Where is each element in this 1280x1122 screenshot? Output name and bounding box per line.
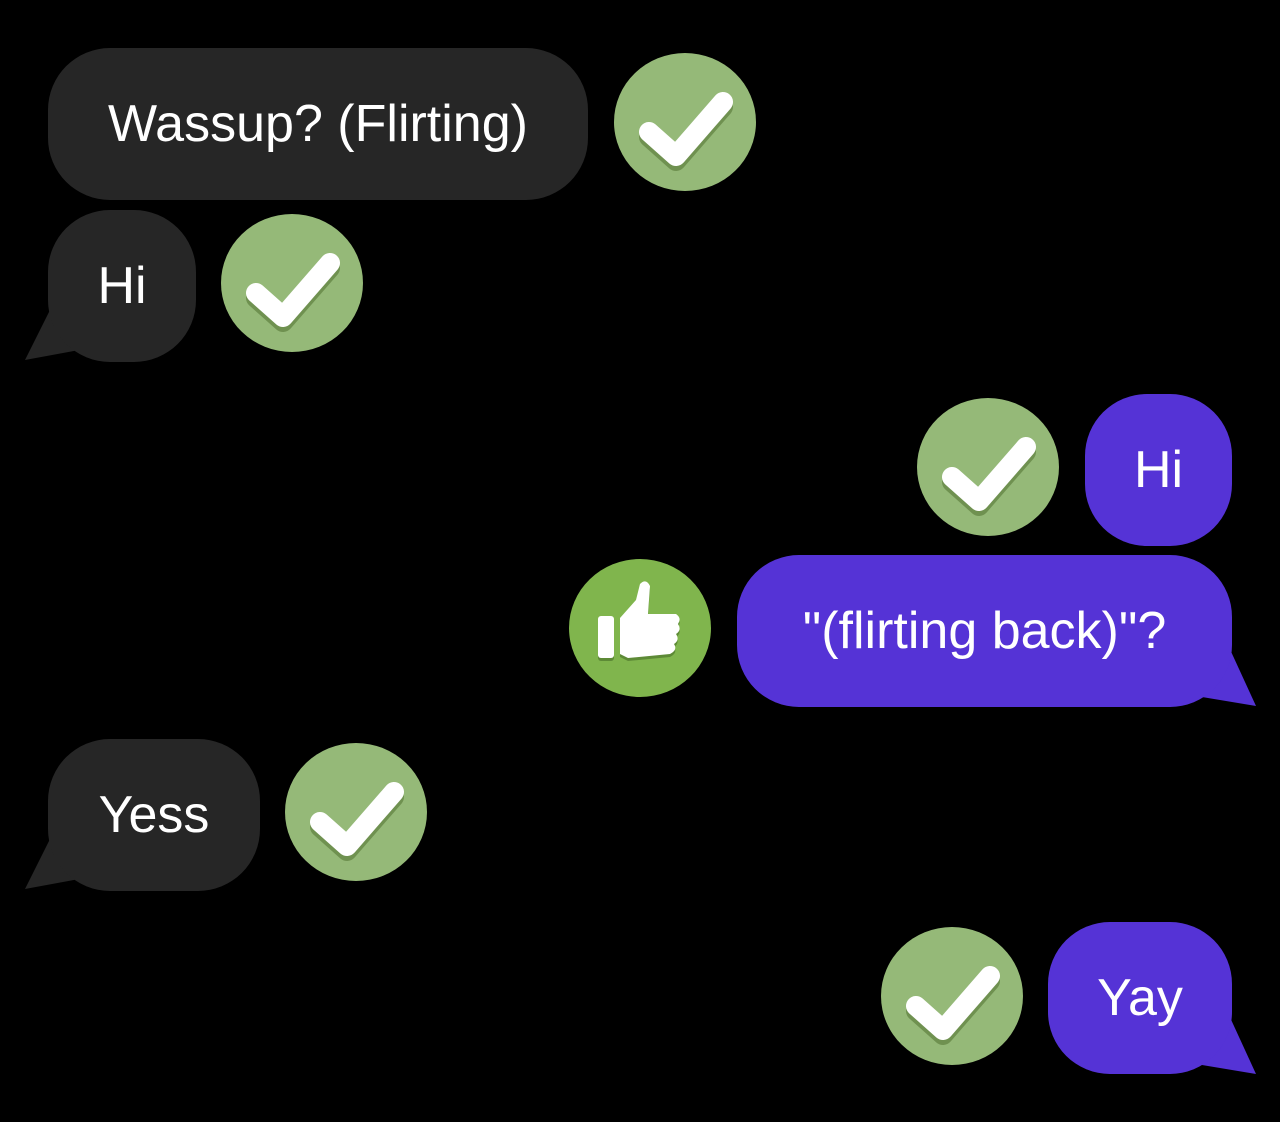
outgoing-message-bubble[interactable]: Yay xyxy=(1048,922,1232,1074)
incoming-message-bubble[interactable]: Wassup? (Flirting) xyxy=(48,48,588,200)
check-icon[interactable] xyxy=(220,213,364,353)
message-text: Yess xyxy=(98,786,210,844)
message-text: Yay xyxy=(1097,969,1183,1027)
thumbs-up-icon[interactable] xyxy=(568,558,712,698)
message-text: Hi xyxy=(97,257,147,315)
check-icon[interactable] xyxy=(916,397,1060,537)
check-icon[interactable] xyxy=(284,742,428,882)
outgoing-message-bubble[interactable]: "(flirting back)"? xyxy=(737,555,1232,707)
message-text: Wassup? (Flirting) xyxy=(108,95,528,153)
check-icon[interactable] xyxy=(880,926,1024,1066)
incoming-message-bubble[interactable]: Hi xyxy=(48,210,196,362)
message-text: "(flirting back)"? xyxy=(802,602,1167,660)
incoming-message-bubble[interactable]: Yess xyxy=(48,739,260,891)
check-icon[interactable] xyxy=(613,52,757,192)
outgoing-message-bubble[interactable]: Hi xyxy=(1085,394,1232,546)
message-text: Hi xyxy=(1133,441,1184,499)
